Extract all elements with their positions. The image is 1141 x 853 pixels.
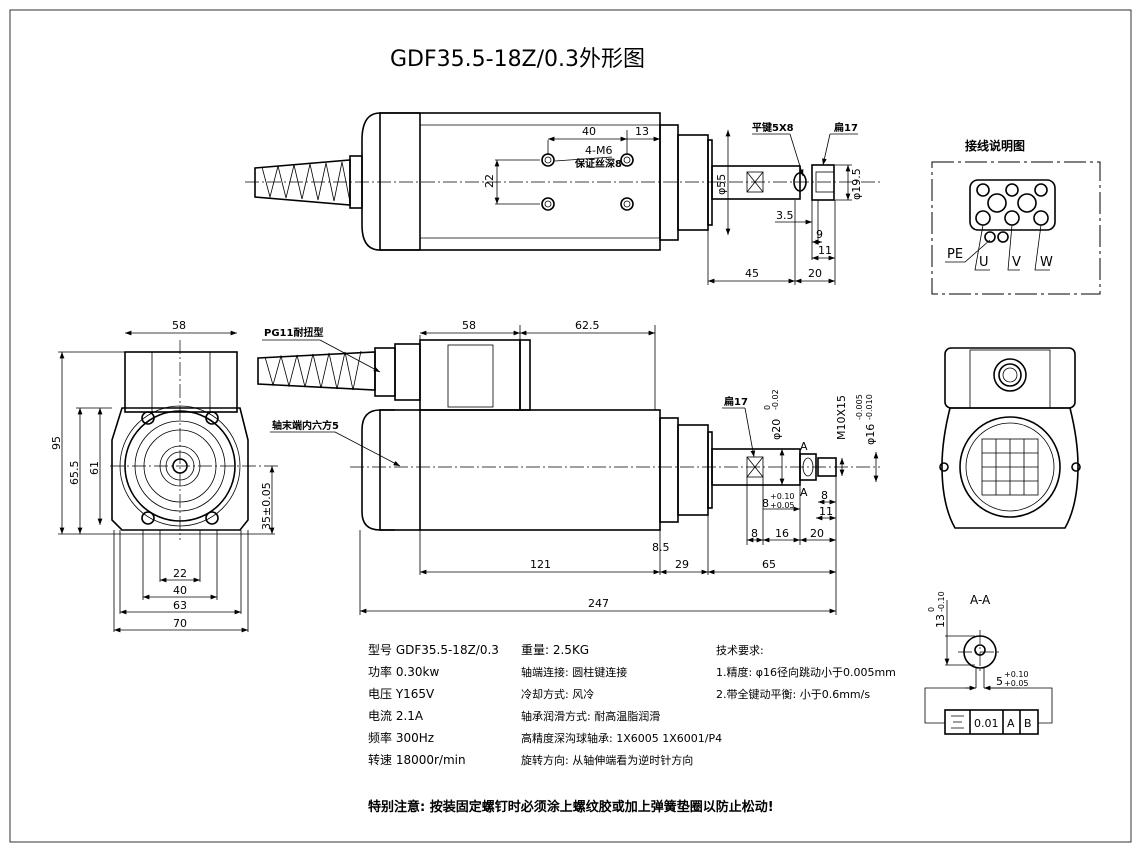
drawing-title: GDF35.5-18Z/0.3外形图 xyxy=(390,47,645,72)
dim-d20-tol-lo: -0.02 xyxy=(771,389,780,410)
tolerance-value: 0.01 xyxy=(974,717,999,730)
front-view: 58 95 65.5 61 35±0.05 22 40 63 70 xyxy=(50,319,280,633)
mount-holes xyxy=(541,153,634,211)
label-flat-17-top: 扁17 xyxy=(834,121,858,134)
dim-9: 9 xyxy=(816,228,823,241)
tech-req-2: 2.带全键动平衡: 小于0.6mm/s xyxy=(716,687,870,701)
dim-70: 70 xyxy=(173,617,187,630)
dim-d20-tol-up: 0 xyxy=(763,405,772,410)
dim-d16-tol-lo: -0.010 xyxy=(865,394,874,420)
dim-d20: φ20 xyxy=(770,419,783,440)
shaft-top xyxy=(711,165,801,200)
dim-20-side: 20 xyxy=(810,527,824,540)
spec-lubrication: 轴承润滑方式: 耐高温脂润滑 xyxy=(521,709,660,723)
label-flat-17-side: 扁17 xyxy=(724,395,748,408)
spec-voltage: 电压 Y165V xyxy=(368,687,435,701)
datum-a: A xyxy=(1007,717,1015,730)
dim-121: 121 xyxy=(530,558,551,571)
dim-13-aa-up: 0 xyxy=(927,607,936,612)
dim-95: 95 xyxy=(50,436,63,450)
dim-247: 247 xyxy=(588,597,609,610)
section-mark-a-bottom: A xyxy=(800,486,808,499)
dim-16: 16 xyxy=(775,527,789,540)
special-note: 特别注意: 按装固定螺钉时必须涂上螺纹胶或加上弹簧垫圈以防止松动! xyxy=(368,799,774,815)
dim-40: 40 xyxy=(582,125,596,138)
dim-65-5: 65.5 xyxy=(68,461,81,486)
dim-40-front: 40 xyxy=(173,584,187,597)
dim-5-aa-lo: +0.05 xyxy=(1004,679,1029,688)
dim-d19-5: φ19.5 xyxy=(850,168,863,200)
dim-d16-tol-up: -0.005 xyxy=(855,394,864,420)
terminal-v: V xyxy=(1012,255,1021,270)
dim-5-aa: 5 xyxy=(996,675,1003,688)
dim-20-top: 20 xyxy=(808,267,822,280)
dim-d16: φ16 xyxy=(864,424,877,445)
dim-22-top: 22 xyxy=(483,174,496,188)
terminal-w: W xyxy=(1040,255,1053,270)
cable-gland-top xyxy=(254,155,363,209)
spec-shaft-connection: 轴端连接: 圆柱键连接 xyxy=(521,665,627,679)
label-hex-socket: 轴末端内六方5 xyxy=(272,419,339,432)
dim-62-5: 62.5 xyxy=(575,319,600,332)
spec-bearings: 高精度深沟球轴承: 1X6005 1X6001/P4 xyxy=(521,731,722,745)
dim-d55: φ55 xyxy=(715,174,728,195)
dim-58-side: 58 xyxy=(462,319,476,332)
spec-frequency: 频率 300Hz xyxy=(368,730,434,745)
dim-8-thread: 8 xyxy=(821,489,828,502)
dim-65: 65 xyxy=(762,558,776,571)
spec-rotation: 旋转方向: 从轴伸端看为逆时针方向 xyxy=(521,753,693,767)
dim-13: 13 xyxy=(635,125,649,138)
dim-29: 29 xyxy=(675,558,689,571)
dim-8-key-lo: +0.05 xyxy=(770,501,795,510)
dim-8-5: 8.5 xyxy=(652,541,670,554)
symmetry-icon xyxy=(951,715,964,729)
dim-3-5: 3.5 xyxy=(776,209,794,222)
dim-8-flat: 8 xyxy=(751,527,758,540)
spec-current: 电流 2.1A xyxy=(368,709,424,723)
dim-8-key: 8 xyxy=(762,497,769,510)
dim-m10x15: M10X15 xyxy=(835,395,848,440)
label-pg11: PG11耐扭型 xyxy=(264,326,323,339)
dim-63: 63 xyxy=(173,599,187,612)
rear-view xyxy=(939,347,1081,529)
wiring-diagram: 接线说明图 PE U V W xyxy=(931,138,1101,295)
dim-8-key-up: +0.10 xyxy=(770,492,795,501)
motor-body-top xyxy=(379,112,661,251)
spec-weight: 重量: 2.5KG xyxy=(521,643,589,657)
spec-power: 功率 0.30kw xyxy=(368,664,439,679)
tech-req-title: 技术要求: xyxy=(716,644,764,657)
dim-11-top: 11 xyxy=(818,244,832,257)
spec-cooling: 冷却方式: 风冷 xyxy=(521,687,594,701)
terminal-u: U xyxy=(979,255,989,270)
spec-model: 型号 GDF35.5-18Z/0.3 xyxy=(368,643,499,657)
nut-top xyxy=(811,164,835,201)
drawing-frame xyxy=(9,9,1132,843)
dim-35: 35±0.05 xyxy=(260,482,273,530)
tolerance-frame xyxy=(944,709,1039,735)
side-view: 58 62.5 PG11耐扭型 轴末端内六方5 扁17 φ20 0 -0.02 … xyxy=(257,319,880,615)
dim-13-aa-lo: -0.10 xyxy=(937,591,946,612)
label-thread-depth: 保证丝深8 xyxy=(574,157,622,170)
datum-b: B xyxy=(1024,717,1032,730)
section-a-a: A-A 13 0 -0.10 5 +0.10 +0.05 0.01 A B xyxy=(924,591,1053,735)
tech-req-1: 1.精度: φ16径向跳动小于0.005mm xyxy=(716,665,896,679)
wiring-title: 接线说明图 xyxy=(965,138,1025,153)
top-view: 40 13 22 4-M6 保证丝深8 φ55 φ19.5 平键5X8 扁17 … xyxy=(245,112,880,285)
label-key: 平键5X8 xyxy=(752,121,794,134)
dim-45: 45 xyxy=(745,267,759,280)
dim-5-aa-up: +0.10 xyxy=(1004,670,1029,679)
section-title: A-A xyxy=(970,593,991,607)
dim-58-front: 58 xyxy=(172,319,186,332)
terminal-pe: PE xyxy=(947,247,963,262)
specifications: 型号 GDF35.5-18Z/0.3 功率 0.30kw 电压 Y165V 电流… xyxy=(368,643,896,815)
dim-22-front: 22 xyxy=(173,567,187,580)
label-4-m6: 4-M6 xyxy=(585,144,612,157)
dim-11-side: 11 xyxy=(819,505,833,518)
spec-speed: 转速 18000r/min xyxy=(368,752,466,767)
dim-61: 61 xyxy=(88,461,101,475)
dim-13-aa: 13 xyxy=(934,614,947,628)
section-mark-a-top: A xyxy=(800,440,808,453)
